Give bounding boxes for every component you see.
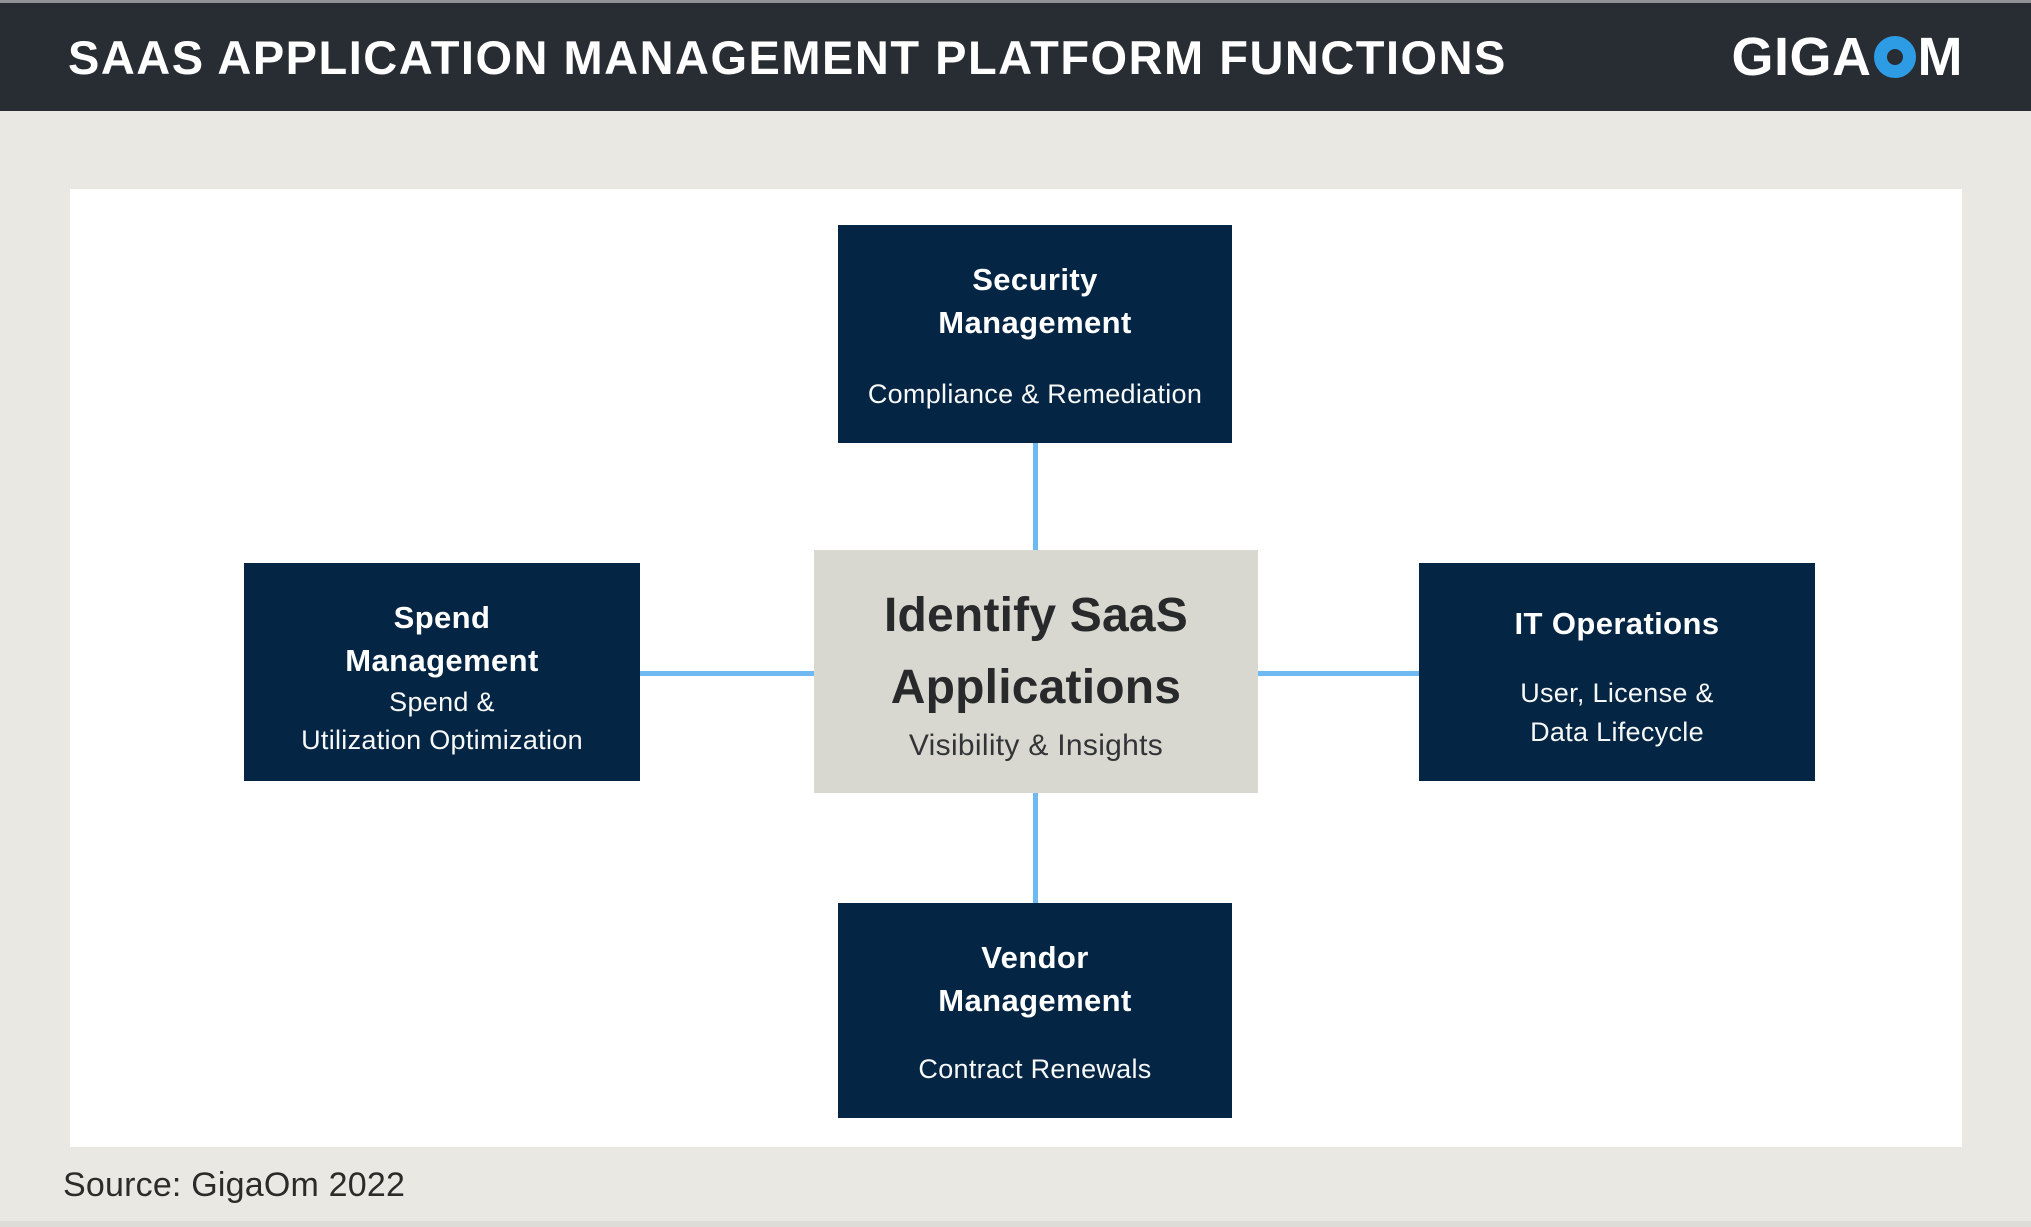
top-edge-strip — [0, 0, 2031, 3]
gigaom-logo-o-icon — [1873, 36, 1916, 78]
page-title: SAAS APPLICATION MANAGEMENT PLATFORM FUN… — [68, 30, 1507, 84]
bottom-edge-strip — [0, 1221, 2031, 1227]
node-itops-title: IT Operations — [1514, 606, 1720, 641]
node-security-management: Security Management Compliance & Remedia… — [838, 225, 1232, 443]
node-vendor-management: Vendor Management Contract Renewals — [838, 903, 1232, 1118]
node-vendor-title: Vendor Management — [938, 940, 1132, 1018]
connector-center-to-vendor — [1033, 793, 1038, 903]
node-spend-subtitle: Spend & Utilization Optimization — [301, 686, 583, 755]
connector-security-to-center — [1033, 443, 1038, 550]
node-identify-saas-applications: Identify SaaS Applications Visibility & … — [814, 550, 1258, 793]
gigaom-logo: GIGA M — [1732, 30, 1964, 84]
node-security-subtitle: Compliance & Remediation — [867, 378, 1203, 409]
node-spend-management: Spend Management Spend & Utilization Opt… — [244, 563, 640, 781]
source-attribution: Source: GigaOm 2022 — [63, 1166, 406, 1204]
gigaom-logo-text-m: M — [1917, 27, 1963, 87]
node-spend-title: Spend Management — [345, 600, 539, 678]
node-vendor-subtitle: Contract Renewals — [918, 1053, 1152, 1084]
connector-center-to-itops — [1258, 671, 1419, 676]
node-itops-subtitle: User, License & Data Lifecycle — [1520, 678, 1714, 747]
node-security-title: Security Management — [938, 262, 1132, 340]
center-node-subtitle: Visibility & Insights — [908, 729, 1164, 762]
connector-spend-to-center — [640, 671, 814, 676]
center-node-title: Identify SaaS Applications — [883, 589, 1189, 714]
header-bar: SAAS APPLICATION MANAGEMENT PLATFORM FUN… — [0, 3, 2031, 111]
node-it-operations: IT Operations User, License & Data Lifec… — [1419, 563, 1815, 781]
gigaom-logo-text-giga: GIGA — [1731, 27, 1872, 87]
